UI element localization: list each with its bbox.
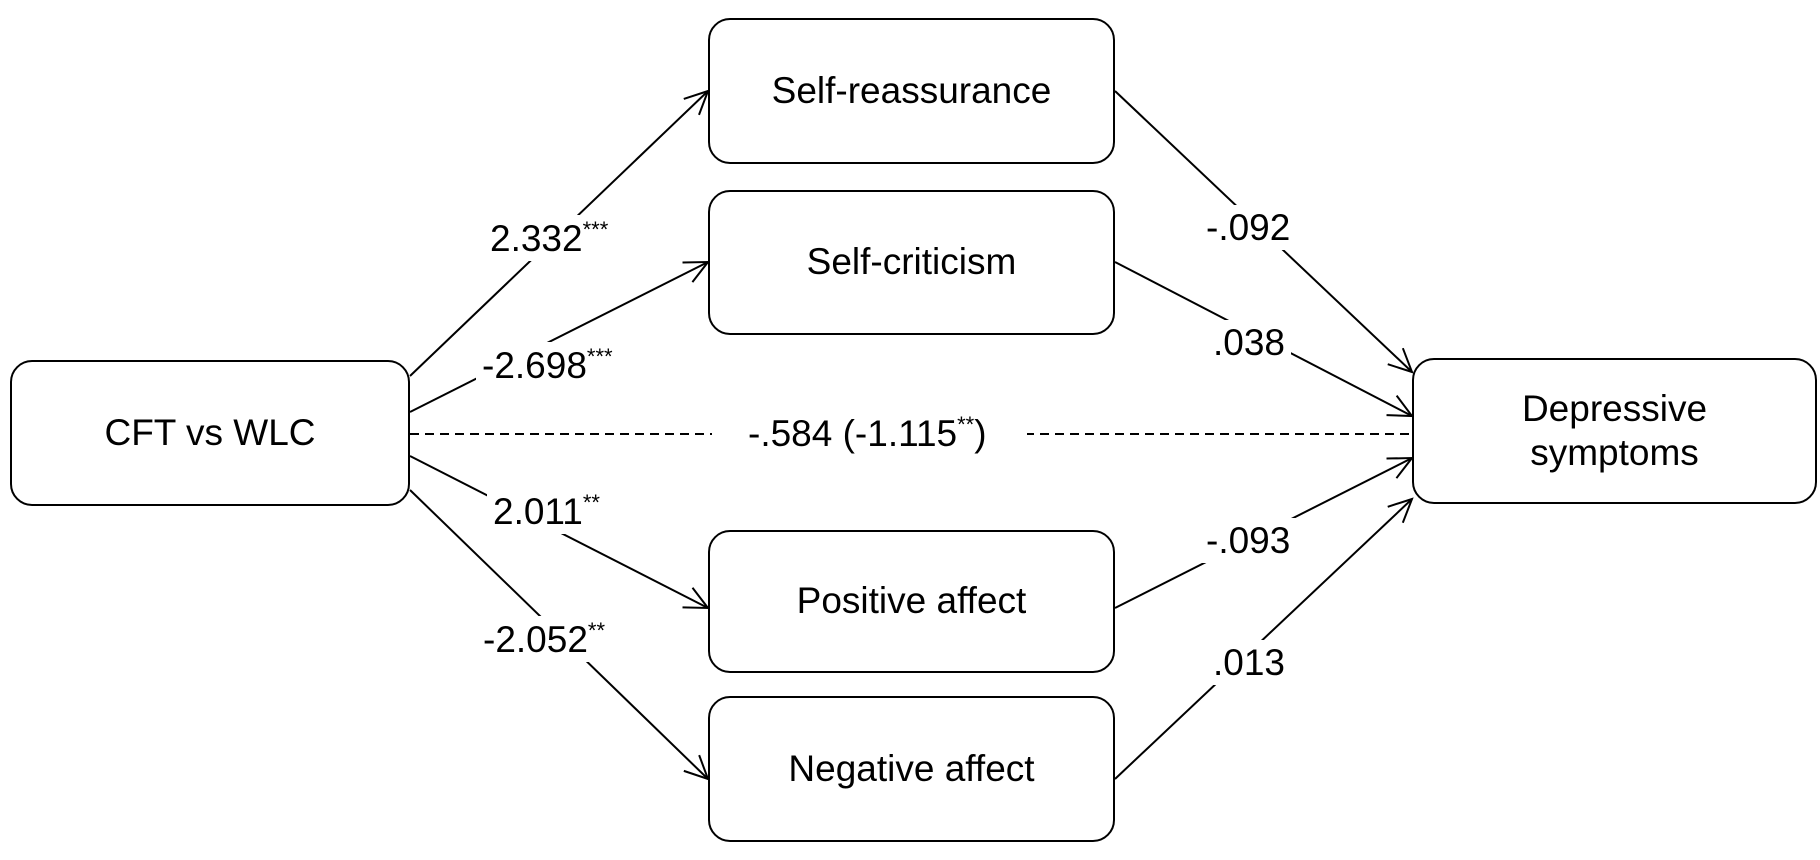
direct-coef-close: ) xyxy=(974,413,987,454)
direct-coef: -.584 (-1.115**) xyxy=(712,412,1027,456)
predictor-box: CFT vs WLC xyxy=(10,360,410,506)
a-coef-positive-affect: 2.011** xyxy=(487,488,606,534)
a-coef-negative-affect: -2.052** xyxy=(477,616,612,662)
coef-value: -2.698 xyxy=(482,345,587,386)
mediator-box-negative-affect: Negative affect xyxy=(708,696,1115,842)
coef-value: 2.332 xyxy=(490,218,583,259)
predictor-label: CFT vs WLC xyxy=(104,411,316,453)
outcome-label-line-2: symptoms xyxy=(1530,432,1699,473)
outcome-label-line-1: Depressive xyxy=(1521,387,1708,429)
mediator-label: Self-criticism xyxy=(806,241,1017,283)
mediator-label: Self-reassurance xyxy=(771,69,1052,111)
b-path-negative-affect xyxy=(1114,497,1414,780)
direct-coef-value: -.584 (-1.115 xyxy=(748,413,958,454)
coef-value: -.092 xyxy=(1206,207,1291,248)
coef-sig: *** xyxy=(586,344,613,369)
a-coef-self-reassurance: 2.332*** xyxy=(484,215,615,261)
b-coef-self-reassurance: -.092 xyxy=(1200,205,1297,250)
mediator-box-self-criticism: Self-criticism xyxy=(708,190,1115,335)
a-path-self-criticism xyxy=(409,260,711,413)
coef-value: -.093 xyxy=(1206,520,1291,561)
outcome-box: Depressive symptoms xyxy=(1412,358,1817,504)
mediator-label: Negative affect xyxy=(788,747,1035,789)
coef-value: -2.052 xyxy=(483,619,588,660)
mediator-box-self-reassurance: Self-reassurance xyxy=(708,18,1115,164)
coef-value: .038 xyxy=(1213,322,1286,363)
coef-sig: ** xyxy=(587,618,606,643)
mediator-label: Positive affect xyxy=(796,580,1027,622)
b-coef-positive-affect: -.093 xyxy=(1200,518,1297,563)
b-coef-self-criticism: .038 xyxy=(1207,320,1292,365)
coef-value: .013 xyxy=(1213,642,1286,683)
mediator-box-positive-affect: Positive affect xyxy=(708,530,1115,673)
coef-value: 2.011 xyxy=(493,491,583,532)
b-coef-negative-affect: .013 xyxy=(1207,640,1292,685)
coef-sig: *** xyxy=(582,217,609,242)
coef-sig: ** xyxy=(582,490,600,515)
a-coef-self-criticism: -2.698*** xyxy=(476,342,619,388)
direct-coef-sig: ** xyxy=(957,412,975,437)
